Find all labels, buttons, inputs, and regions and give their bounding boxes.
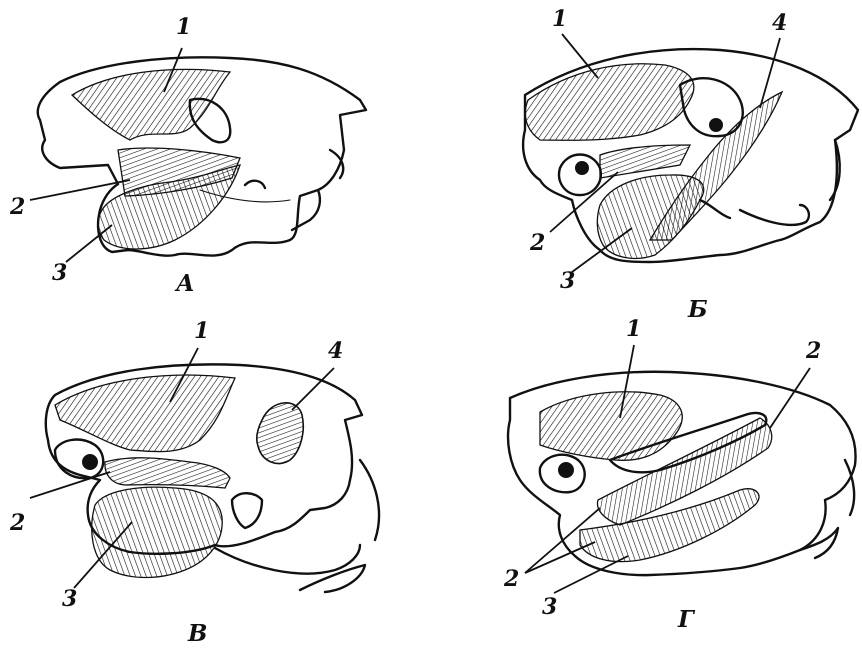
label-b-3: 3	[560, 270, 575, 292]
label-b-1: 1	[552, 8, 567, 30]
muscle-2-c	[105, 458, 230, 488]
panel-label-a: А	[176, 272, 195, 295]
muscle-3-b	[597, 175, 703, 258]
label-d-3: 3	[542, 596, 557, 618]
panel-label-b: Б	[688, 298, 708, 321]
muscle-3-c	[92, 487, 222, 577]
label-d-1: 1	[626, 318, 641, 340]
panel-d-skull	[508, 372, 855, 575]
temporalis-muscle-a	[72, 69, 230, 140]
label-b-2: 2	[530, 232, 545, 254]
temporalis-muscle-b	[525, 64, 694, 140]
label-c-1: 1	[194, 320, 209, 342]
label-c-4: 4	[328, 340, 343, 362]
panel-b-skull	[523, 49, 858, 262]
label-a-2: 2	[10, 196, 25, 218]
label-b-4: 4	[772, 12, 787, 34]
label-d-2-bottom: 2	[504, 568, 519, 590]
label-a-1: 1	[176, 16, 191, 38]
panel-label-d: Г	[678, 608, 694, 631]
panel-label-c: В	[188, 622, 207, 645]
label-c-3: 3	[62, 588, 77, 610]
muscle-2-b	[600, 145, 690, 178]
label-d-2-top: 2	[806, 340, 821, 362]
panel-a-skull	[38, 57, 366, 255]
label-a-3: 3	[52, 262, 67, 284]
temporalis-muscle-d	[540, 392, 682, 461]
panel-c-skull	[46, 364, 379, 592]
muscle-4-c	[257, 403, 303, 464]
label-c-2: 2	[10, 512, 25, 534]
